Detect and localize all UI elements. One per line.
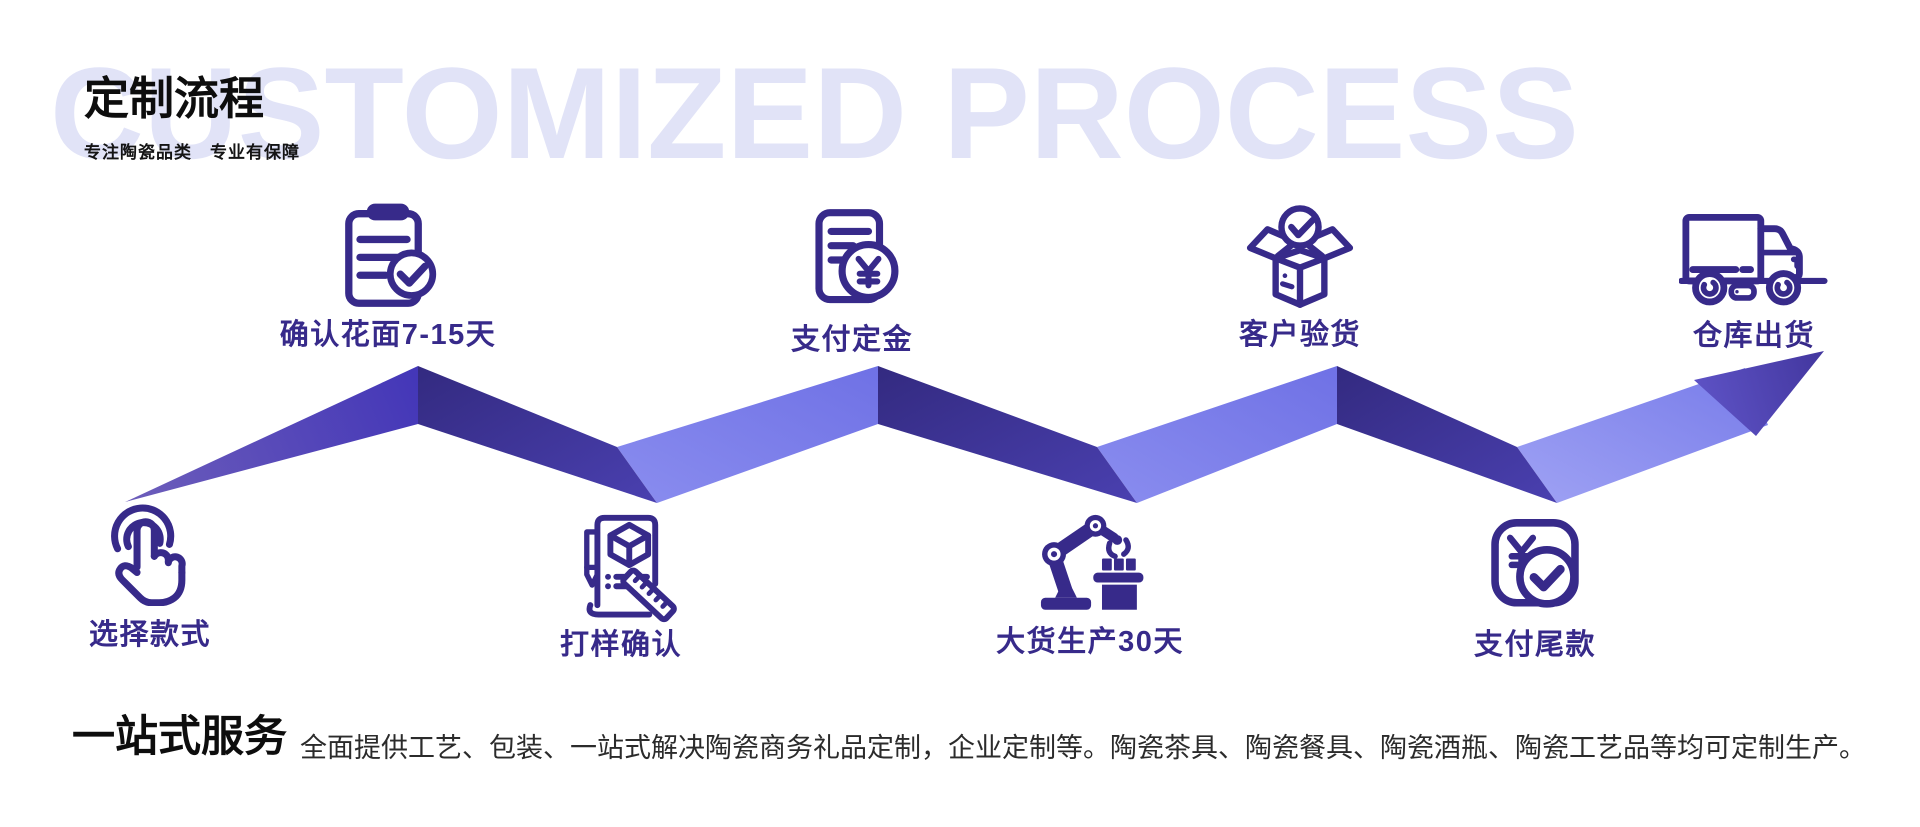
step-label: 打样确认 (559, 629, 682, 661)
ribbon-segment-up-4 (1517, 368, 1768, 503)
step-bulk-production: 大货生产30天 (955, 504, 1225, 659)
step-label: 支付尾款 (1473, 629, 1596, 661)
footer-heading: 一站式服务 (72, 713, 287, 761)
step-label: 客户验货 (1238, 319, 1361, 351)
ribbon-segment-down-3 (1337, 366, 1557, 503)
step-label: 确认花面7-15天 (279, 319, 497, 351)
step-select-style: 选择款式 (30, 498, 270, 652)
step-label: 选择款式 (88, 619, 211, 651)
header: 定制流程 专注陶瓷品类 专业有保障 (84, 74, 300, 163)
step-pay-balance: 支付尾款 (1400, 512, 1670, 662)
step-label: 大货生产30天 (996, 626, 1184, 658)
ribbon-segment-down-2 (878, 366, 1137, 503)
open-box-check-icon (1246, 205, 1354, 308)
step-label: 仓库出货 (1692, 320, 1815, 352)
robot-arm-icon (1040, 514, 1144, 610)
tap-hand-icon (111, 504, 186, 606)
step-pay-deposit: 支付定金 (722, 205, 982, 357)
step-label: 支付定金 (790, 324, 913, 356)
step-warehouse-shipping: 仓库出货 (1624, 206, 1884, 353)
ribbon-arrowhead (1694, 351, 1824, 436)
page-title: 定制流程 (84, 73, 265, 124)
sample-document-icon (584, 514, 677, 623)
invoice-yen-icon (815, 209, 899, 304)
step-confirm-pattern: 确认花面7-15天 (258, 198, 518, 352)
ribbon-segment-up-1 (125, 366, 418, 502)
ribbon-segment-up-2 (617, 366, 878, 503)
ribbon-segment-up-3 (1097, 366, 1337, 503)
clipboard-check-icon (345, 203, 437, 307)
delivery-truck-icon (1679, 213, 1828, 306)
ribbon-segment-down-1 (418, 366, 657, 503)
footer-description: 全面提供工艺、包装、一站式解决陶瓷商务礼品定制，企业定制等。陶瓷茶具、陶瓷餐具、… (300, 733, 1866, 763)
step-customer-inspection: 客户验货 (1170, 198, 1430, 352)
watermark-text: CUSTOMIZED PROCESS (50, 40, 1579, 186)
payment-check-icon (1491, 519, 1579, 608)
page-subtitle: 专注陶瓷品类 专业有保障 (84, 142, 300, 162)
step-sample-confirm: 打样确认 (491, 506, 751, 662)
